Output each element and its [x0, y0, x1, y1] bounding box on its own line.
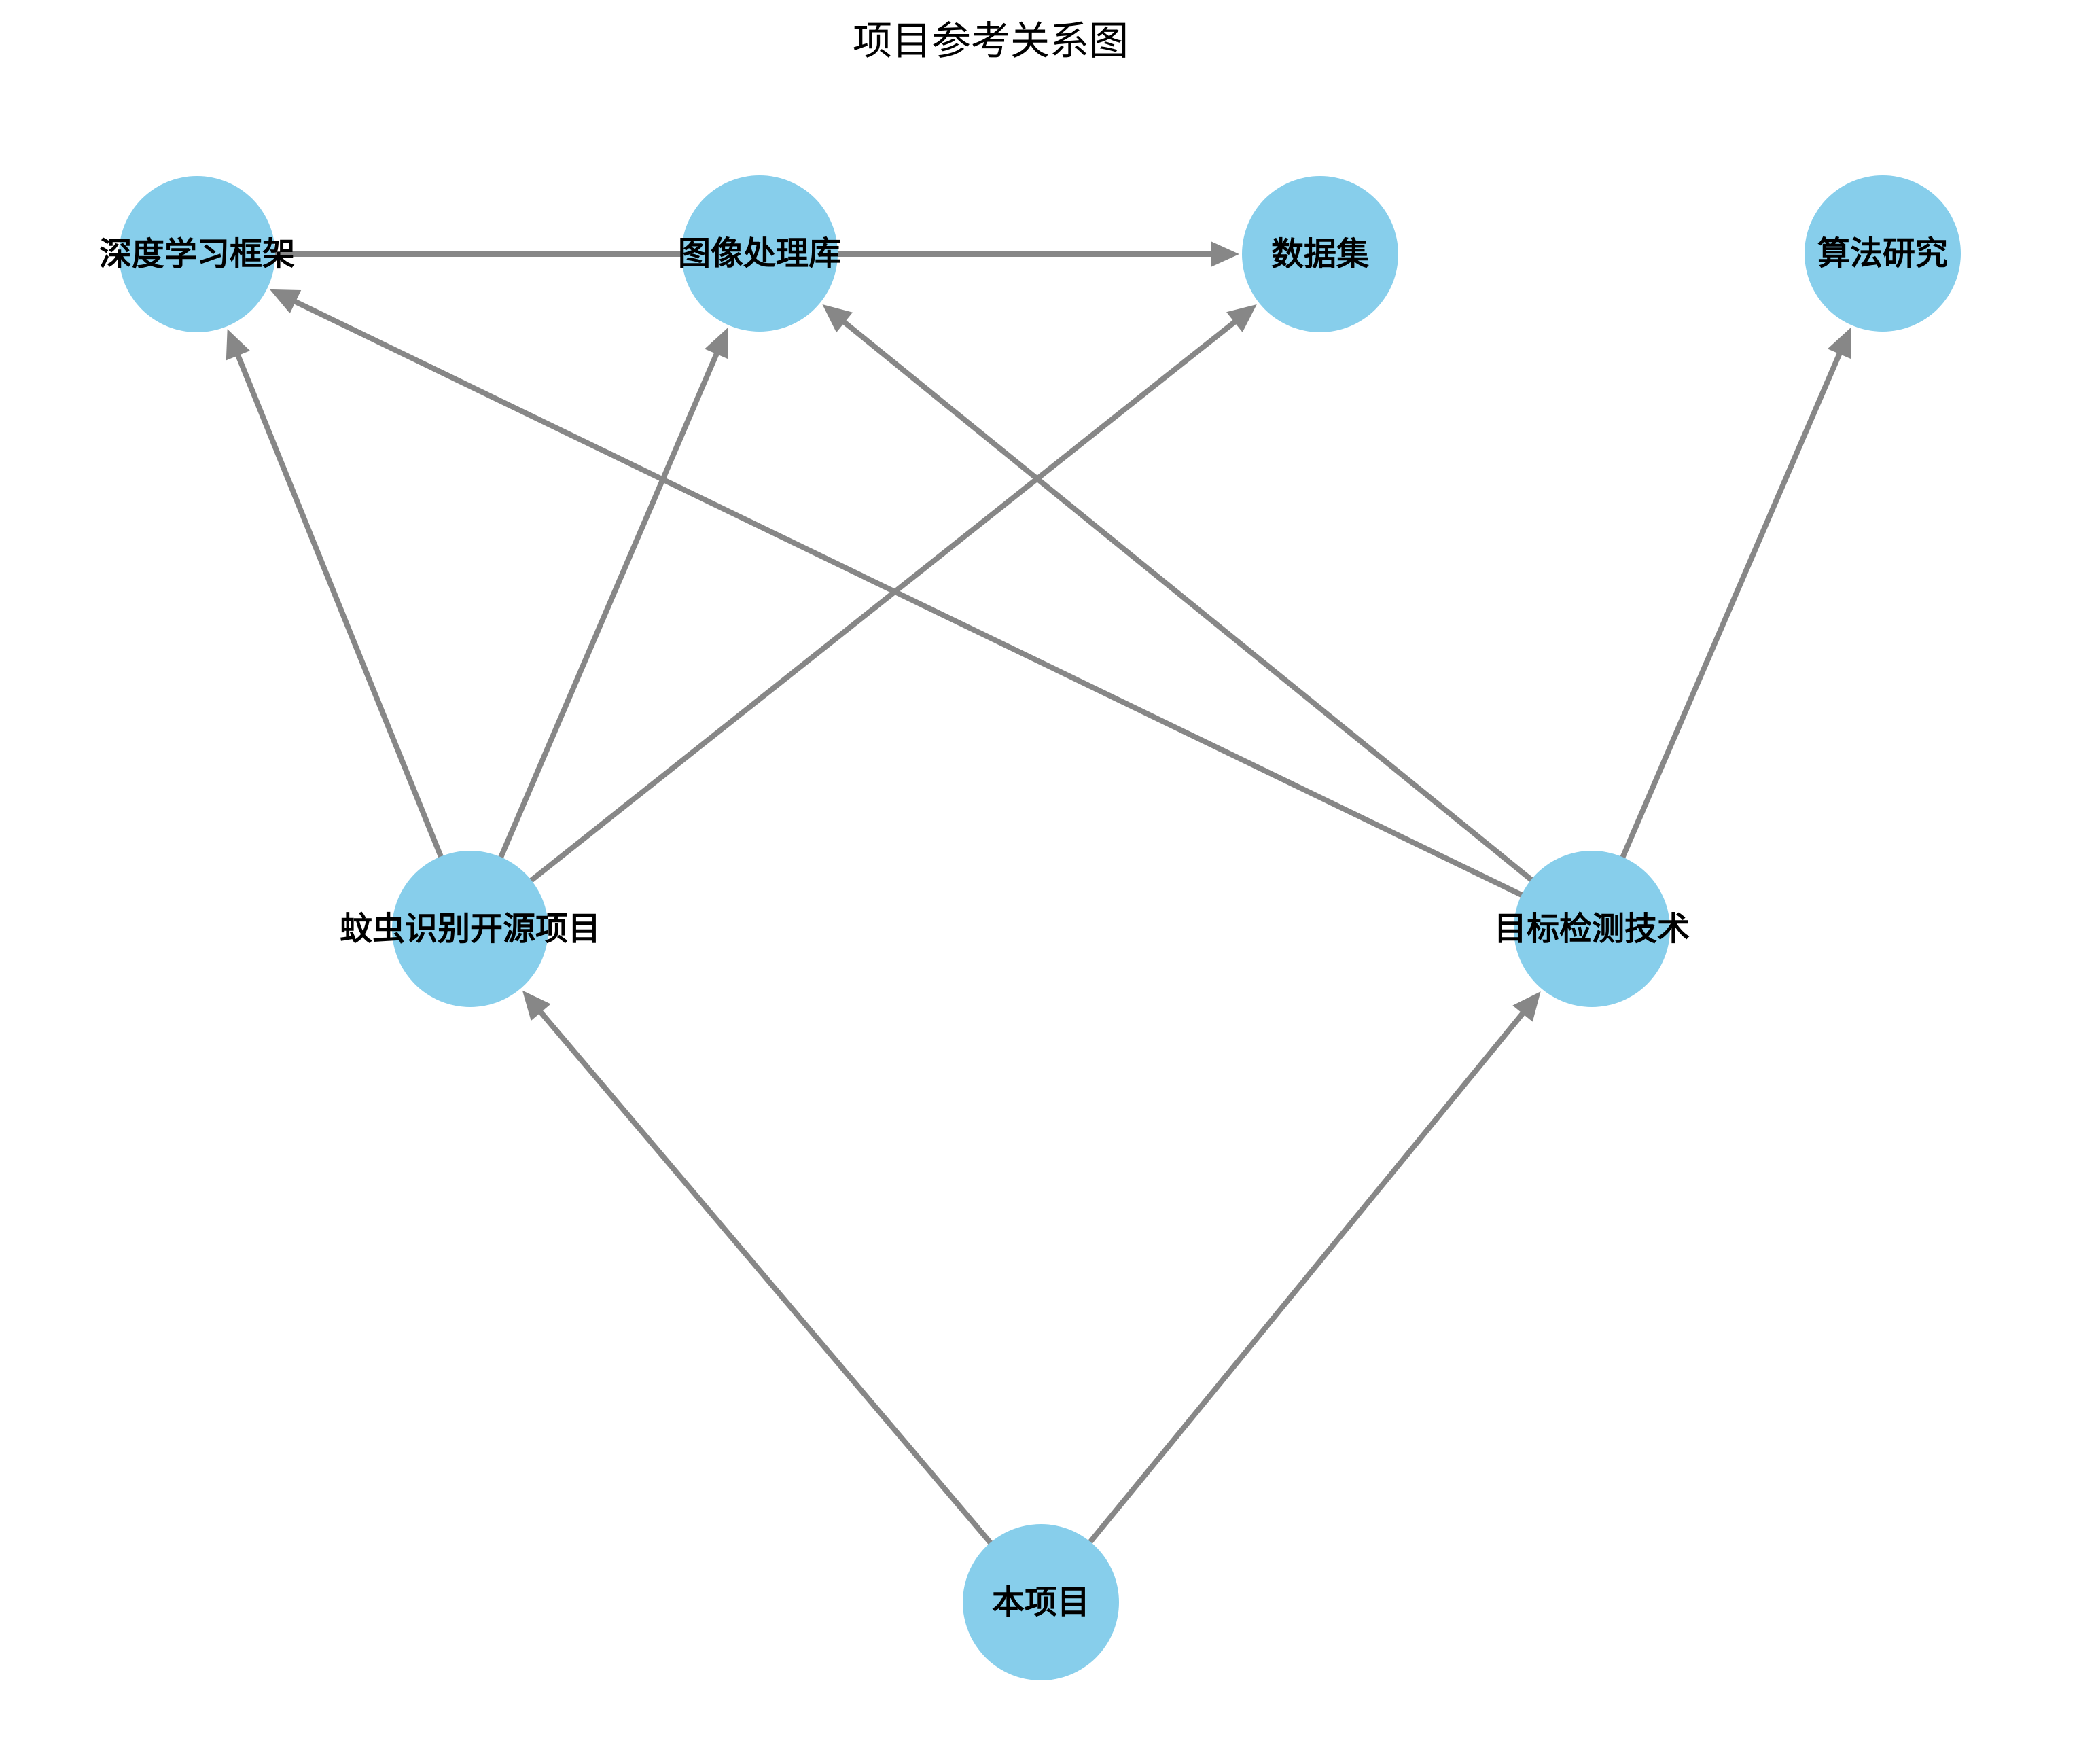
node-label-deep-learning-framework: 深度学习框架: [99, 235, 295, 273]
edge-object-detection-technology--image-processing-library: [841, 319, 1594, 932]
node-label-algorithm-research: 算法研究: [1817, 234, 1948, 272]
node-algorithm-research: [1805, 175, 1961, 332]
arrowhead-icon-mosquito-recognition-open-source-project--deep-learning-framework: [226, 329, 251, 361]
edge-this-project--object-detection-technology: [1038, 1010, 1526, 1604]
node-mosquito-recognition-open-source-project: [392, 851, 548, 1007]
node-deep-learning-framework: [119, 176, 275, 332]
edge-mosquito-recognition-open-source-project--image-processing-library: [467, 351, 720, 930]
node-this-project: [963, 1524, 1119, 1680]
edge-object-detection-technology--algorithm-research: [1589, 351, 1843, 930]
node-object-detection-technology: [1514, 851, 1670, 1007]
node-label-dataset: 数据集: [1271, 235, 1369, 273]
node-label-mosquito-recognition-open-source-project: 蚊虫识别开源项目: [340, 910, 601, 948]
arrowhead-icon-object-detection-technology--algorithm-research: [1827, 328, 1851, 359]
arrowhead-icon-this-project--object-detection-technology: [1512, 991, 1541, 1022]
nodes-layer: [119, 175, 1961, 1680]
edge-mosquito-recognition-open-source-project--deep-learning-framework: [234, 353, 473, 930]
node-label-image-processing-library: 图像处理库: [678, 234, 841, 272]
arrowhead-icon-object-detection-technology--image-processing-library: [822, 304, 853, 333]
edge-mosquito-recognition-open-source-project--dataset: [468, 319, 1237, 932]
arrowhead-icon-object-detection-technology--deep-learning-framework: [270, 289, 302, 314]
node-image-processing-library: [681, 175, 838, 332]
arrowhead-icon-deep-learning-framework--dataset: [1211, 241, 1239, 267]
arrowhead-icon-mosquito-recognition-open-source-project--image-processing-library: [705, 328, 729, 359]
diagram-title: 项目参考关系图: [853, 18, 1129, 64]
edge-this-project--mosquito-recognition-open-source-project: [537, 1009, 1044, 1604]
node-dataset: [1242, 176, 1398, 332]
edge-object-detection-technology--deep-learning-framework: [293, 298, 1593, 932]
arrowhead-icon-mosquito-recognition-open-source-project--dataset: [1226, 304, 1257, 332]
node-label-this-project: 本项目: [992, 1583, 1090, 1621]
arrowhead-icon-this-project--mosquito-recognition-open-source-project: [522, 990, 551, 1021]
node-label-object-detection-technology: 目标检测技术: [1494, 910, 1690, 948]
